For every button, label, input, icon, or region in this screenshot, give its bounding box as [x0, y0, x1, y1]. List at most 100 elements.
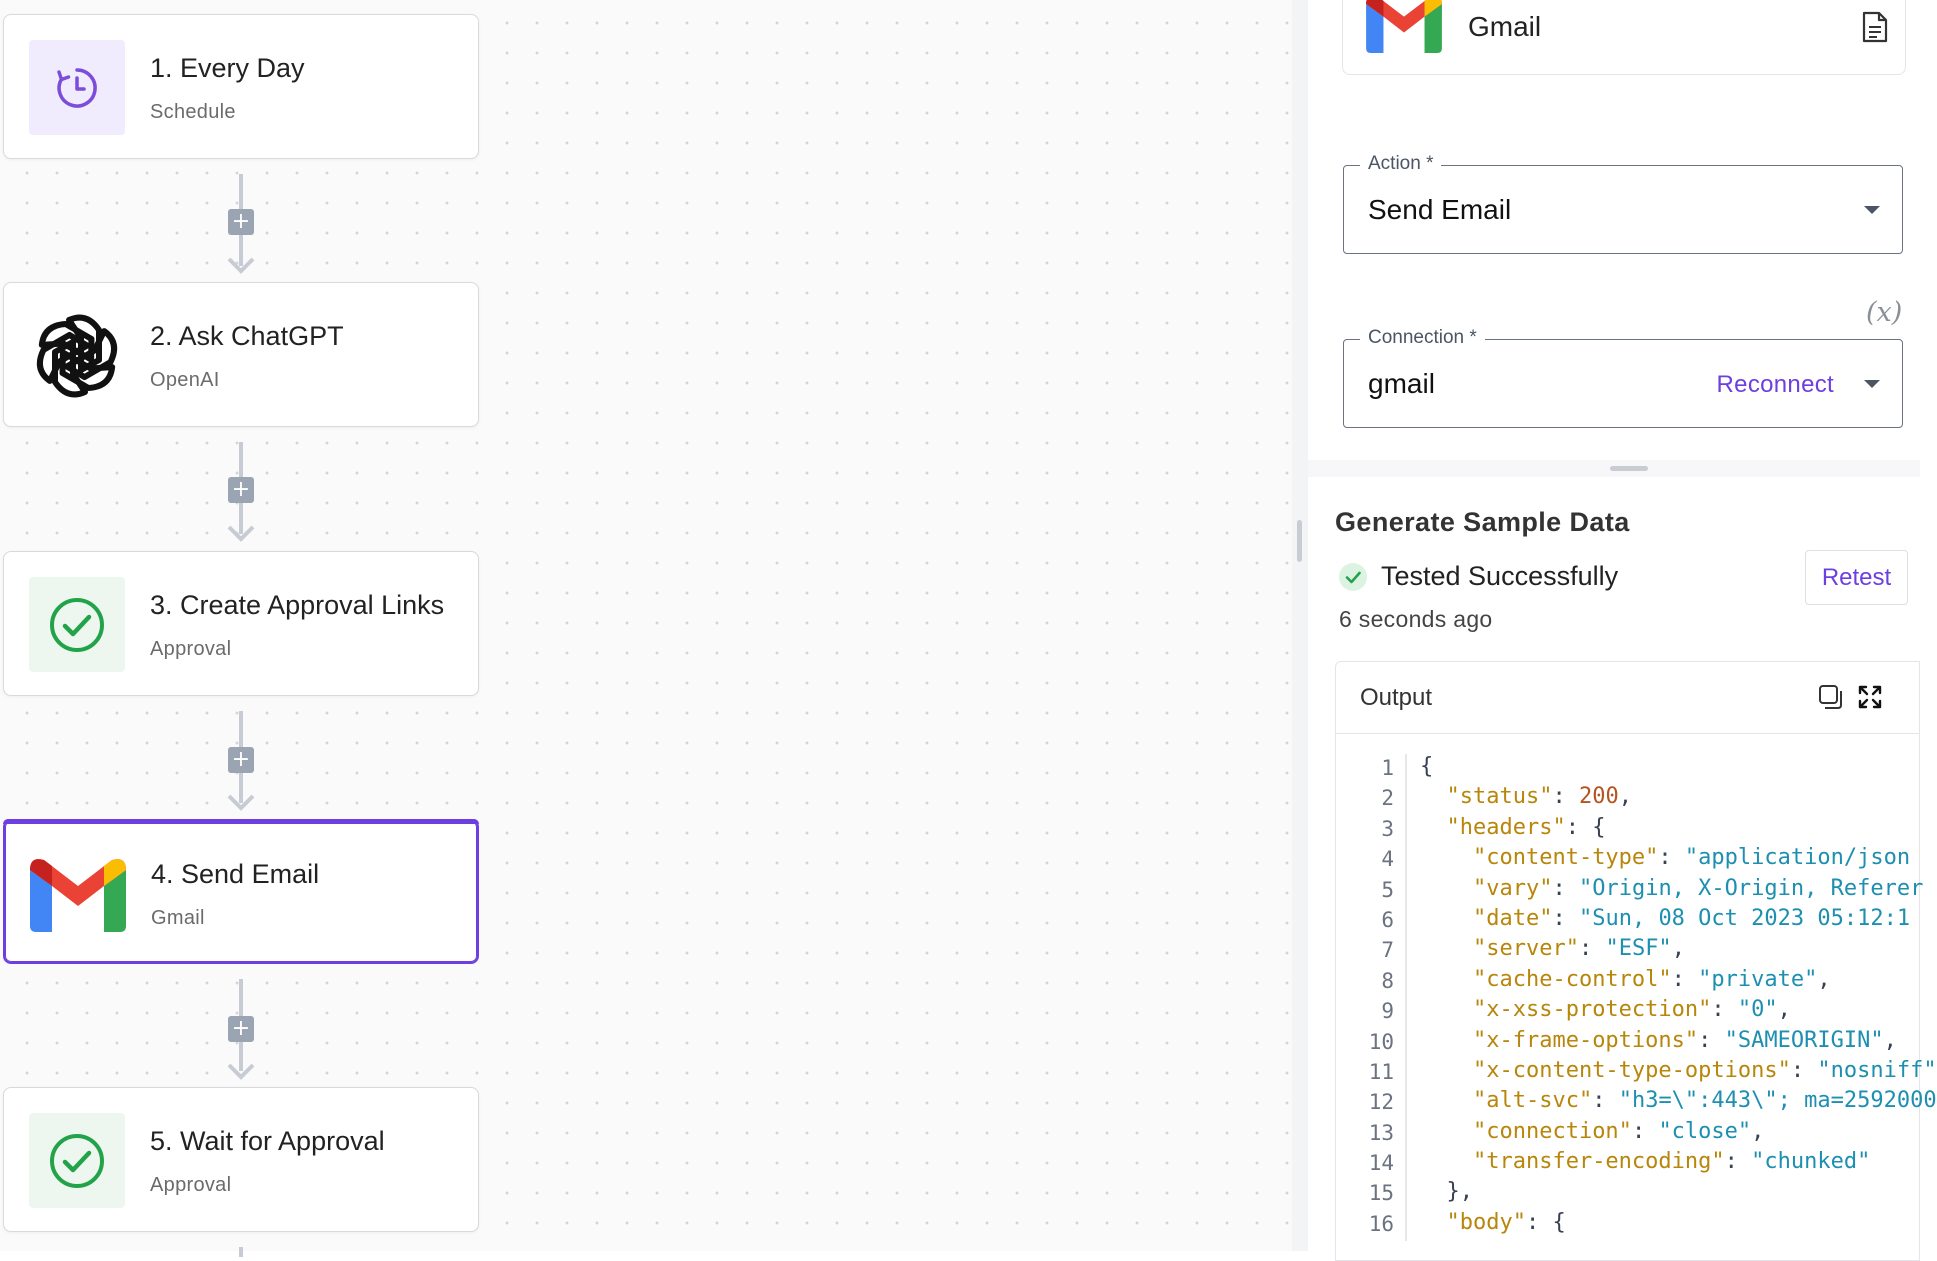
code-line: 13 "connection": "close", [1336, 1118, 1919, 1150]
step-card-send-email[interactable]: 4. Send Email Gmail [3, 819, 479, 964]
gutter-line [1405, 905, 1407, 937]
line-number: 4 [1381, 847, 1394, 872]
step-settings-panel: Gmail Action * Send Email (x) Connection… [1308, 0, 1937, 1261]
code-line: 7 "server": "ESF", [1336, 936, 1919, 968]
reconnect-link[interactable]: Reconnect [1716, 371, 1834, 398]
openai-logo-icon [29, 308, 125, 403]
code-text: "x-frame-options": "SAMEORIGIN", [1472, 1027, 1897, 1053]
action-select[interactable]: Action * Send Email [1343, 153, 1903, 254]
action-label: Action * [1360, 153, 1442, 175]
line-number: 16 [1368, 1211, 1394, 1236]
step-card-wait-for-approval[interactable]: 5. Wait for Approval Approval [3, 1087, 479, 1232]
code-line: 16 "body": { [1336, 1209, 1919, 1241]
line-number: 13 [1368, 1120, 1394, 1145]
copy-icon[interactable] [1818, 684, 1844, 710]
splitter-handle[interactable] [1297, 520, 1302, 562]
step-title: 2. Ask ChatGPT [150, 321, 344, 351]
code-line: 10 "x-frame-options": "SAMEORIGIN", [1336, 1027, 1919, 1059]
code-line: 5 "vary": "Origin, X-Origin, Referer [1336, 875, 1923, 907]
document-icon[interactable] [1861, 11, 1889, 43]
gmail-logo-icon [30, 846, 126, 941]
chevron-down-icon [1864, 206, 1880, 214]
connection-select[interactable]: Connection * gmail Reconnect [1343, 327, 1903, 428]
section-resize-handle[interactable] [1610, 466, 1648, 471]
panel-splitter[interactable] [1292, 0, 1308, 1251]
connection-label: Connection * [1360, 327, 1485, 349]
test-status: Tested Successfully [1381, 561, 1619, 591]
json-code-block[interactable]: 1{2 "status": 200,3 "headers": {4 "conte… [1336, 754, 1937, 1241]
code-line: 3 "headers": { [1336, 814, 1919, 846]
line-number: 1 [1381, 756, 1394, 780]
add-step-button[interactable]: + [228, 747, 254, 773]
step-card-every-day[interactable]: 1. Every Day Schedule [3, 14, 479, 159]
code-text: "connection": "close", [1472, 1118, 1765, 1144]
connector-line [239, 1247, 243, 1257]
approval-check-icon [29, 1113, 125, 1208]
gutter-line [1405, 936, 1407, 968]
code-text: "alt-svc": "h3=\":443\"; ma=2592000 [1472, 1088, 1937, 1114]
schedule-clock-icon [29, 40, 125, 135]
step-subtitle: Schedule [150, 101, 236, 123]
variable-toggle-icon[interactable]: (x) [1866, 297, 1903, 328]
step-card-ask-chatgpt[interactable]: 2. Ask ChatGPT OpenAI [3, 282, 479, 427]
line-number: 6 [1381, 907, 1394, 932]
code-text: "content-type": "application/json [1472, 845, 1911, 871]
sample-data-title: Generate Sample Data [1335, 507, 1630, 537]
chevron-down-icon [1864, 380, 1880, 388]
piece-name: Gmail [1468, 11, 1542, 42]
approval-check-icon [29, 577, 125, 672]
line-number: 2 [1381, 786, 1394, 811]
sample-data-section: Generate Sample Data Tested Successfully… [1308, 477, 1937, 1261]
code-line: 8 "cache-control": "private", [1336, 966, 1919, 998]
expand-icon[interactable] [1857, 684, 1883, 710]
code-text: "x-xss-protection": "0", [1472, 997, 1791, 1023]
code-text: { [1420, 754, 1434, 779]
code-text: "date": "Sun, 08 Oct 2023 05:12:1 [1472, 905, 1911, 931]
step-subtitle: OpenAI [150, 369, 220, 391]
output-header: Output [1336, 662, 1919, 734]
output-label: Output [1360, 684, 1433, 711]
arrow-down-icon [227, 525, 255, 542]
add-step-button[interactable]: + [228, 477, 254, 503]
piece-card: Gmail [1342, 0, 1906, 75]
flow-canvas[interactable]: 1. Every Day Schedule + [0, 0, 1292, 1257]
step-title: 1. Every Day [150, 53, 305, 83]
gutter-line [1405, 1118, 1407, 1150]
gutter-line [1405, 875, 1407, 907]
code-line: 2 "status": 200, [1336, 784, 1919, 816]
gmail-logo-icon [1366, 0, 1442, 53]
code-text: "headers": { [1446, 814, 1606, 840]
gutter-line [1405, 1088, 1407, 1120]
gutter-line [1405, 814, 1407, 846]
gutter-line [1405, 754, 1407, 785]
line-number: 14 [1368, 1151, 1394, 1176]
line-number: 8 [1381, 968, 1394, 993]
code-text: "server": "ESF", [1472, 936, 1685, 962]
code-line: 15 }, [1336, 1179, 1919, 1211]
retest-button[interactable]: Retest [1805, 550, 1908, 605]
code-text: "x-content-type-options": "nosniff" [1472, 1057, 1937, 1083]
step-subtitle: Approval [150, 638, 232, 660]
output-viewer: Output 1{2 "status": 200,3 "headers": {4… [1335, 661, 1937, 1261]
arrow-down-icon [227, 1063, 255, 1080]
action-value: Send Email [1368, 194, 1512, 225]
connection-value: gmail [1368, 368, 1435, 399]
step-config-section: Gmail Action * Send Email (x) Connection… [1308, 0, 1920, 460]
success-check-icon [1339, 563, 1367, 591]
test-timestamp: 6 seconds ago [1339, 606, 1493, 632]
line-number: 5 [1381, 877, 1394, 902]
line-number: 3 [1381, 816, 1394, 841]
gutter-line [1405, 966, 1407, 998]
step-subtitle: Gmail [151, 907, 205, 929]
step-title: 3. Create Approval Links [150, 590, 445, 620]
step-card-create-approval-links[interactable]: 3. Create Approval Links Approval [3, 551, 479, 696]
line-number: 12 [1368, 1090, 1394, 1115]
step-subtitle: Approval [150, 1174, 232, 1196]
add-step-button[interactable]: + [228, 209, 254, 235]
code-line: 11 "x-content-type-options": "nosniff" [1336, 1057, 1937, 1089]
gutter-line [1405, 784, 1407, 816]
code-text: "body": { [1446, 1209, 1566, 1235]
code-line: 9 "x-xss-protection": "0", [1336, 997, 1919, 1029]
add-step-button[interactable]: + [228, 1016, 254, 1042]
line-number: 9 [1381, 999, 1394, 1024]
